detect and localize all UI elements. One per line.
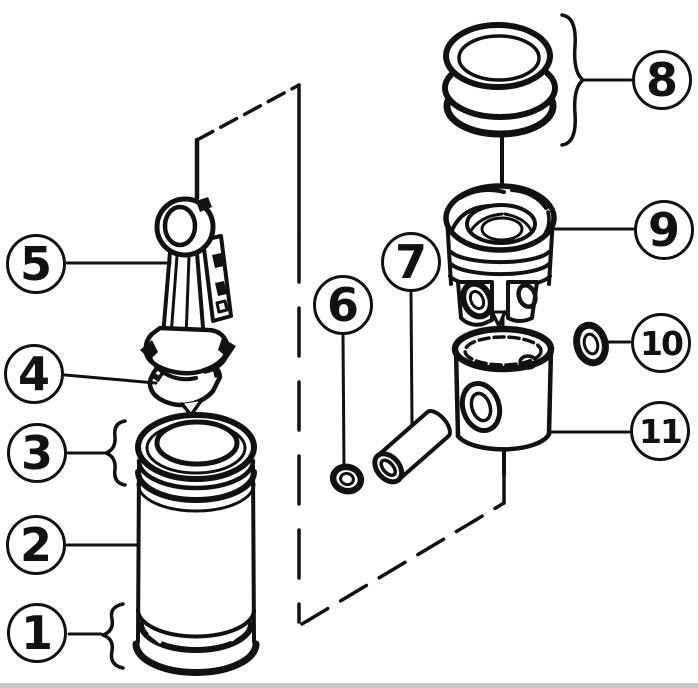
callout-7: 7 — [381, 232, 441, 292]
callout-3: 3 — [7, 423, 67, 483]
callout-10: 10 — [631, 313, 691, 373]
cylinder-liner-drawing — [132, 412, 260, 676]
leader-7 — [409, 291, 414, 425]
scan-edge-artifact — [0, 683, 698, 688]
brace-part-3 — [104, 419, 127, 487]
brace-part-1 — [101, 602, 125, 670]
piston-skirt-drawing — [451, 325, 555, 452]
connecting-rod-drawing — [140, 196, 236, 382]
callout-2: 2 — [6, 515, 66, 575]
centerline-path — [194, 83, 506, 626]
callout-9: 9 — [634, 200, 694, 260]
leader-6 — [341, 334, 346, 469]
callout-5: 5 — [6, 234, 66, 294]
callout-6: 6 — [313, 275, 373, 335]
piston-crown-drawing — [443, 183, 557, 328]
callout-1: 1 — [7, 603, 67, 663]
leader-lines — [63, 78, 635, 636]
snap-ring-drawing — [329, 463, 365, 495]
seal-ring-drawing — [573, 321, 609, 367]
callout-11: 11 — [630, 401, 690, 461]
callout-4: 4 — [4, 344, 64, 404]
callout-8: 8 — [632, 50, 692, 110]
leader-4 — [63, 373, 158, 385]
piston-rings-drawing — [442, 22, 558, 138]
brace-part-8 — [560, 13, 585, 147]
